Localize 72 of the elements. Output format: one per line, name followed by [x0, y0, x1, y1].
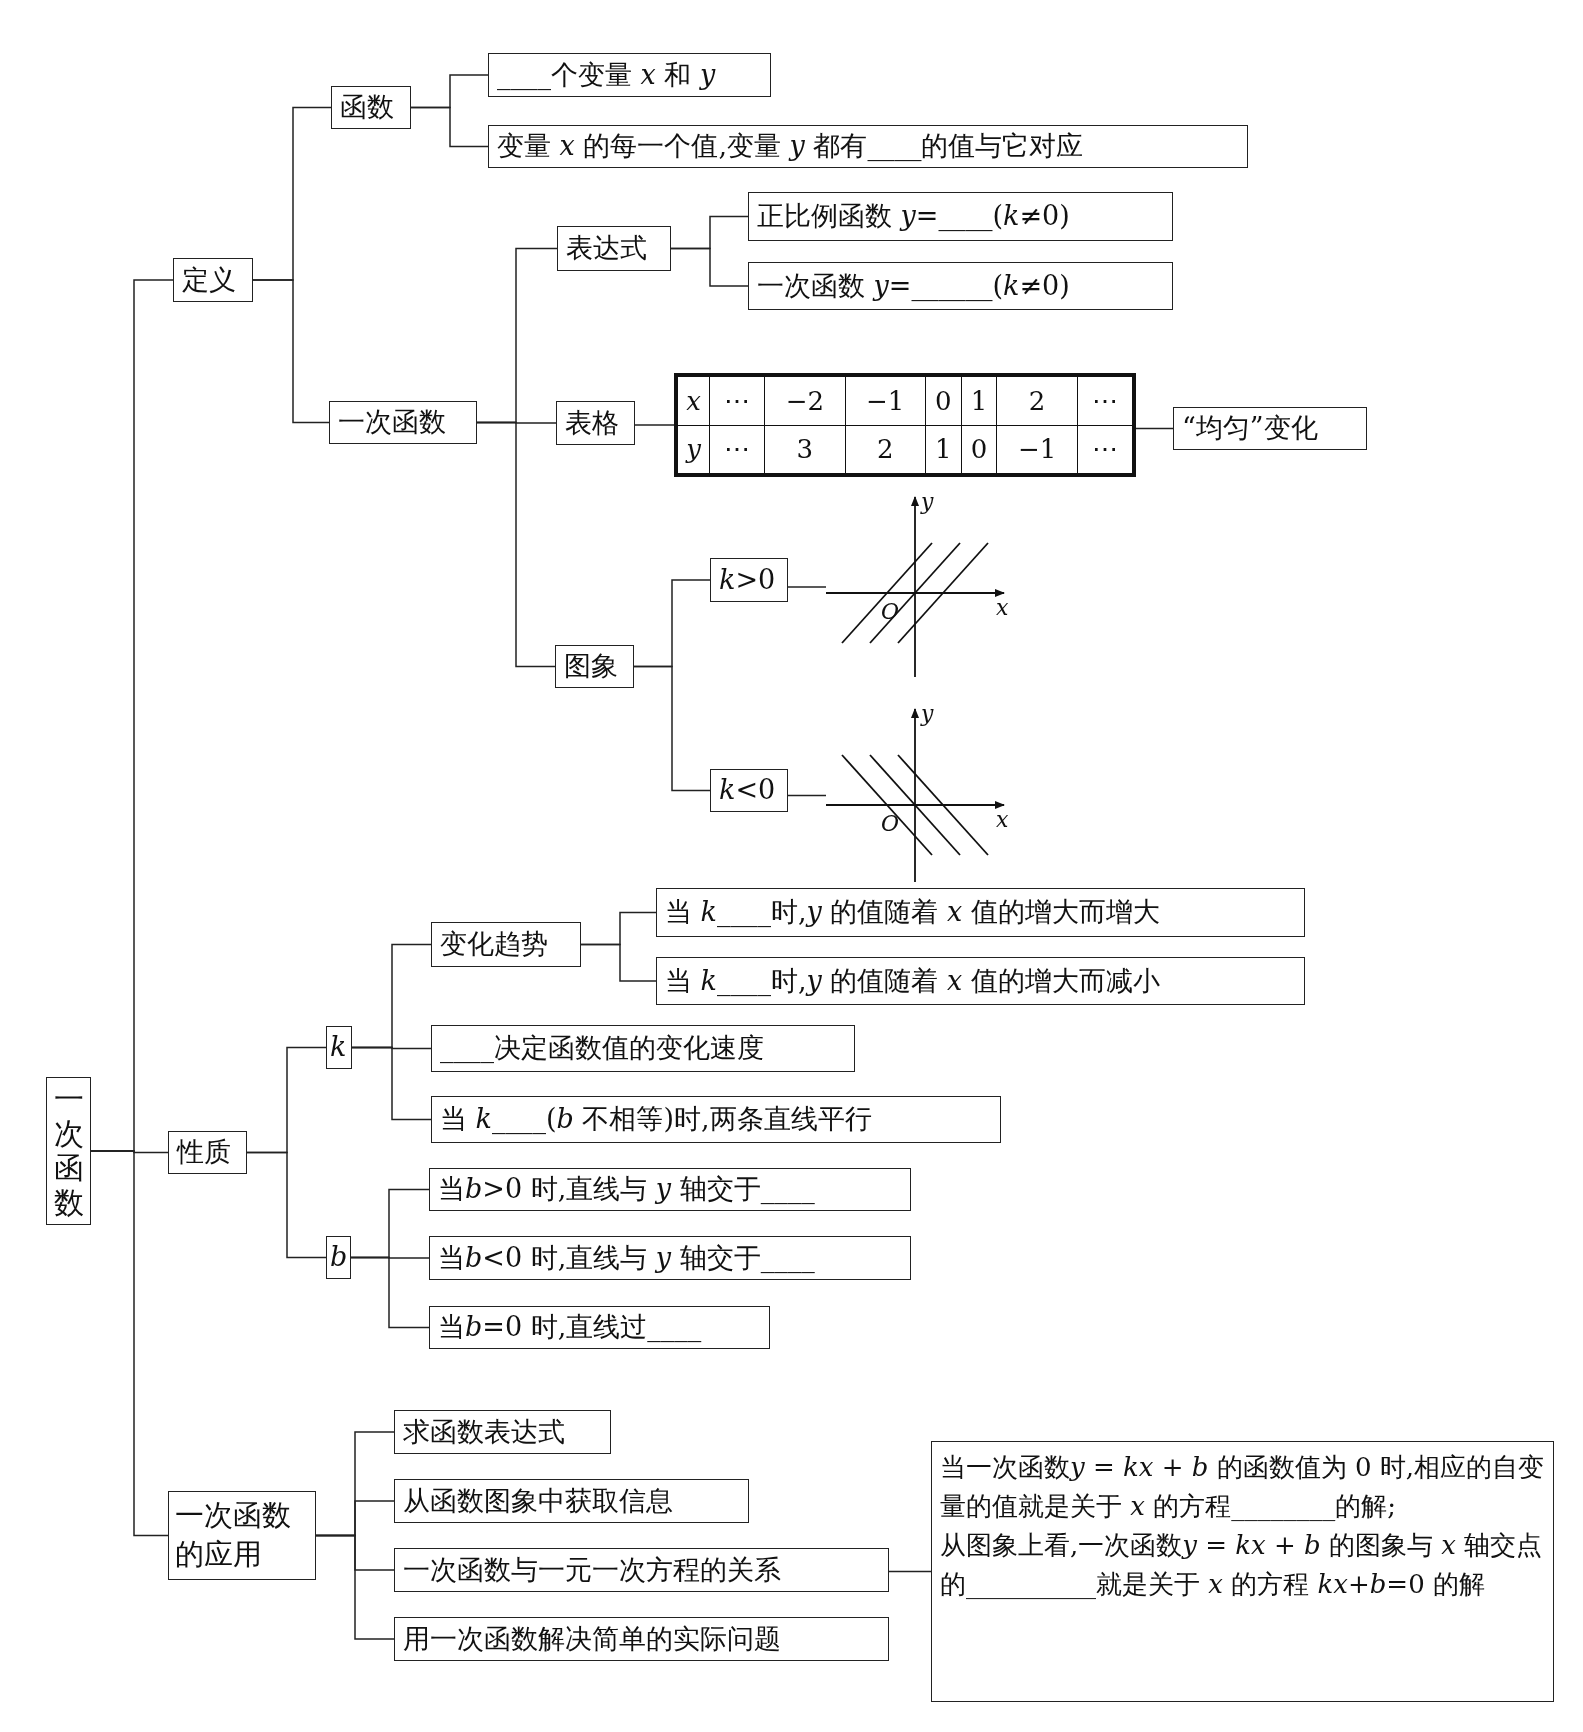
table-cell: 2 [845, 425, 926, 474]
table-cell: y [677, 425, 710, 474]
connector-line [90, 1150, 169, 1537]
axis-label: y [921, 701, 934, 726]
topic-box: 当b=0 时,直线过____ [429, 1306, 770, 1349]
topic-box: 用一次函数解决简单的实际问题 [394, 1617, 889, 1661]
topic-box: 一次函数 y=______(k≠0) [748, 262, 1173, 310]
topic-box: k>0 [710, 558, 788, 602]
topic-box: ____决定函数值的变化速度 [431, 1025, 855, 1072]
topic-box: 当b<0 时,直线与 y 轴交于____ [429, 1236, 911, 1280]
topic-box: 当 k____时,y 的值随着 x 值的增大而减小 [656, 957, 1305, 1005]
table-cell: 1 [961, 376, 997, 425]
topic-box: b [326, 1236, 352, 1279]
connector-line [580, 943, 657, 982]
connector-line [1135, 427, 1174, 430]
topic-box: 一次函数 [329, 401, 477, 444]
axis-label: O [881, 811, 900, 836]
table-cell: ⋯ [709, 376, 765, 425]
table-cell: ⋯ [1077, 425, 1133, 474]
axis-label: y [921, 489, 934, 514]
topic-box: 表格 [556, 401, 635, 445]
topic-box: 从函数图象中获取信息 [394, 1479, 749, 1523]
topic-box: k<0 [710, 769, 788, 812]
table-cell: 0 [925, 376, 962, 425]
topic-box: 求函数表达式 [394, 1410, 611, 1454]
paragraph: 当一次函数y = kx + b 的函数值为 0 时,相应的自变量的值就是关于 x 的方程________的解; [940, 1451, 1545, 1523]
topic-box: 一次函数 [46, 1077, 91, 1225]
text-box [931, 1441, 1554, 1702]
connector-line [476, 421, 556, 668]
connector-line [351, 1046, 432, 1121]
connector-line [634, 424, 675, 426]
table-cell: 3 [764, 425, 845, 474]
topic-box: 当 k____(b 不相等)时,两条直线平行 [431, 1096, 1001, 1143]
axis-label: O [881, 599, 900, 624]
topic-box: ____个变量 x 和 y [488, 53, 771, 97]
connector-line [633, 665, 711, 792]
table-cell: 0 [961, 425, 997, 474]
connector-line [787, 586, 827, 588]
table-cell: 1 [925, 425, 962, 474]
topic-box: 变量 x 的每一个值,变量 y 都有____的值与它对应 [488, 125, 1248, 168]
topic-box: “均匀”变化 [1173, 407, 1367, 450]
topic-box: k [326, 1026, 352, 1069]
axis-label: x [996, 595, 1009, 620]
topic-box: 定义 [173, 258, 253, 302]
table-cell: x [677, 376, 710, 425]
paragraph: 从图象上看,一次函数y = kx + b 的图象与 x 轴交点的__________就是关于 x 的方程 kx+b=0 的解 [940, 1529, 1544, 1601]
topic-box: 一次函数的应用 [168, 1491, 316, 1580]
table-cell: ⋯ [709, 425, 765, 474]
topic-box: 当b>0 时,直线与 y 轴交于____ [429, 1168, 911, 1211]
topic-box: 正比例函数 y=____(k≠0) [748, 192, 1173, 241]
topic-box: 图象 [555, 645, 634, 688]
table-cell: −2 [764, 376, 845, 425]
table-cell: −1 [845, 376, 926, 425]
connector-line [888, 1570, 932, 1573]
topic-box: 一次函数与一元一次方程的关系 [394, 1548, 889, 1592]
axis-label: x [996, 807, 1009, 832]
topic-box: 当 k____时,y 的值随着 x 值的增大而增大 [656, 888, 1305, 937]
topic-box: 性质 [168, 1131, 247, 1174]
connector-line [787, 794, 827, 797]
table-cell: 2 [997, 376, 1078, 425]
connector-line [315, 1534, 395, 1640]
topic-box: 变化趋势 [431, 922, 581, 967]
table-cell: −1 [997, 425, 1078, 474]
value-table [674, 373, 1136, 477]
connector-line [410, 106, 489, 148]
table-cell: ⋯ [1077, 376, 1133, 425]
topic-box: 函数 [331, 86, 411, 129]
connector-line [252, 279, 330, 424]
connector-line [246, 1151, 327, 1259]
connector-line [670, 247, 749, 287]
topic-box: 表达式 [557, 226, 671, 271]
connector-line [350, 1256, 430, 1329]
